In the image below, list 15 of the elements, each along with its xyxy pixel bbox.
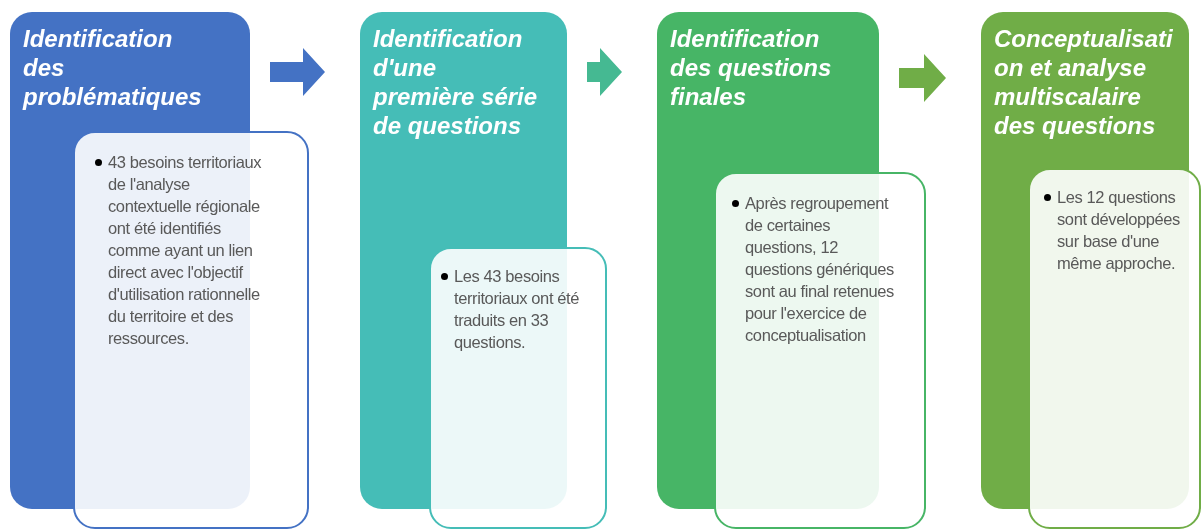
step-title: Identification d'une première série de questions xyxy=(373,24,539,140)
step-title: Identification des questions finales xyxy=(670,24,833,111)
description-card xyxy=(73,131,309,529)
block-arrow xyxy=(587,48,622,96)
description-card xyxy=(714,172,926,529)
step-title: Identification des problématiques xyxy=(23,24,203,111)
bullet-text: 43 besoins territoriaux de l'analyse contextuelle régionale ont été identifiés comme ayant un lien direct avec l'objectif d'utilisation rationnelle du territoire et des ressources. xyxy=(108,152,263,349)
description-card xyxy=(1028,168,1201,529)
bullet-text: Les 43 besoins territoriaux ont été traduits en 33 questions. xyxy=(454,266,580,353)
bullet-text: Les 12 questions sont développées sur base d'une même approche. xyxy=(1057,187,1181,274)
step-title: Conceptualisation et analyse multiscalaire des questions xyxy=(994,24,1174,140)
block-arrow xyxy=(270,48,325,96)
bullet-text: Après regroupement de certaines questions, 12 questions génériques sont au final retenues pour l'exercice de conceptualisation xyxy=(745,193,895,346)
block-arrow xyxy=(899,54,946,102)
description-card xyxy=(429,247,607,529)
